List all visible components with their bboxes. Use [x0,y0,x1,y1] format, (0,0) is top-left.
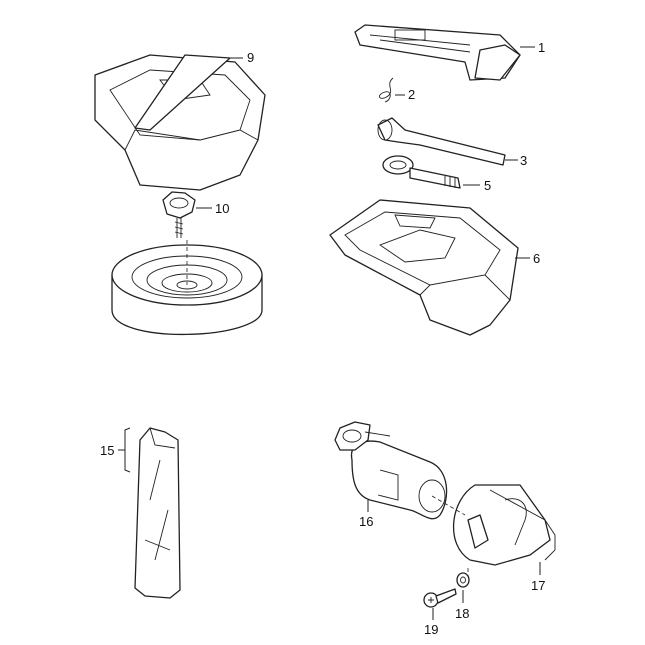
part-6-tray [329,199,519,336]
callout-19: 19 [424,622,438,637]
callout-9: 9 [247,50,254,65]
callout-1: 1 [538,40,545,55]
callout-2: 2 [408,87,415,102]
callout-15: 15 [100,443,114,458]
part-9-tool-tray [94,54,266,191]
callout-16: 16 [359,514,373,529]
part-16-fire-extinguisher [334,421,448,520]
callout-6: 6 [533,251,540,266]
callout-5: 5 [484,178,491,193]
part-1-jack [354,24,521,81]
part-17-bracket [452,484,556,566]
part-5-towing-eye [382,155,461,189]
callout-17: 17 [531,578,545,593]
part-19-screw [423,588,457,608]
callout-3: 3 [520,153,527,168]
callout-18: 18 [455,606,469,621]
part-2-clip [378,77,394,103]
spare-wheel [111,244,263,336]
part-3-wheel-brace [377,117,506,166]
callout-10: 10 [215,201,229,216]
part-15-bag [134,427,181,599]
part-10-wing-bolt [162,191,196,238]
part-18-washer [456,572,470,588]
